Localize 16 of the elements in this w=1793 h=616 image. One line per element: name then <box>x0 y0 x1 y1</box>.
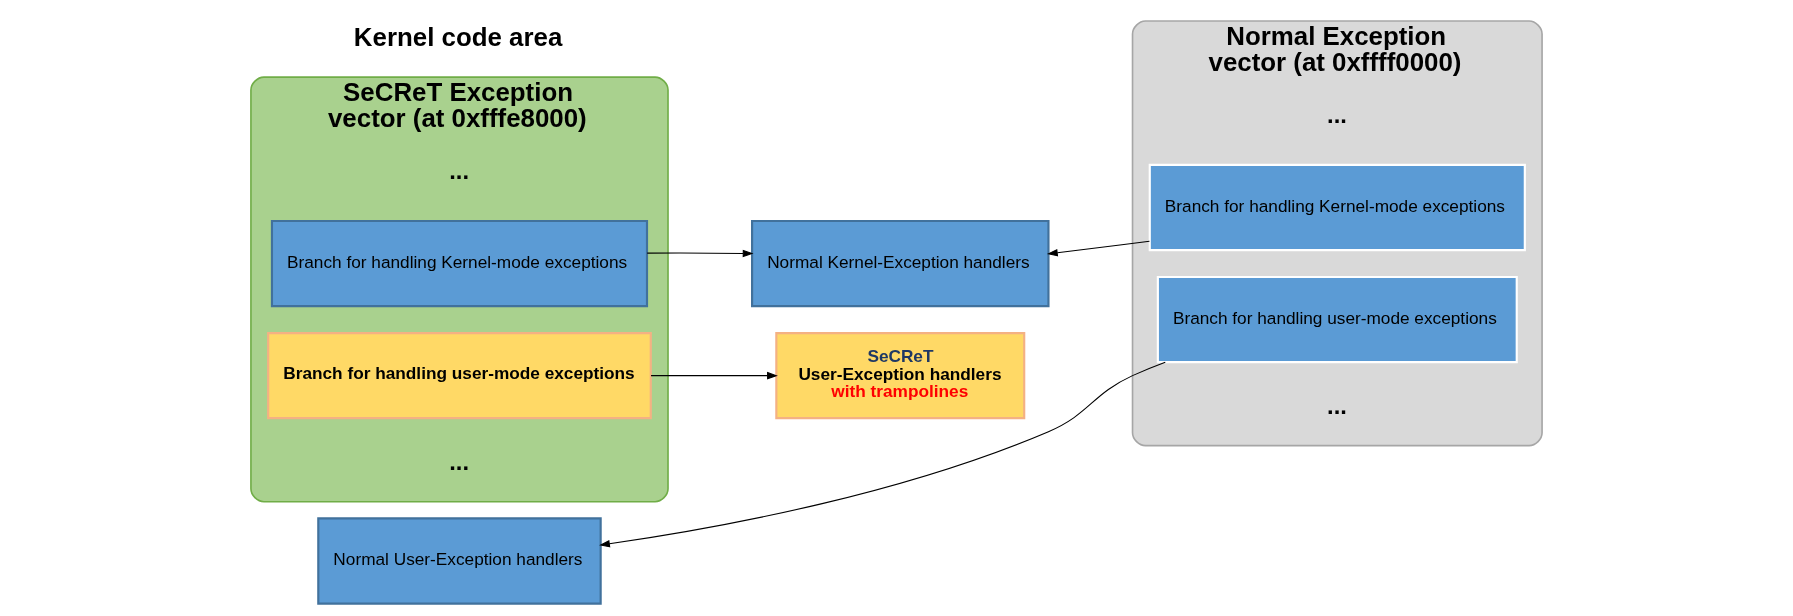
node-box: Branch for handling user-mode exceptions <box>267 332 652 420</box>
arrow <box>646 249 754 258</box>
arrow <box>599 361 1166 548</box>
arrow <box>650 371 778 380</box>
label: ... <box>449 449 469 476</box>
label: ... <box>449 158 469 185</box>
label: Kernel code area <box>353 23 563 52</box>
arrow <box>1046 240 1150 257</box>
node-box: Normal Kernel-Exception handlers <box>751 219 1050 308</box>
node-box: Branch for handling Kernel-mode exceptions <box>1148 163 1526 252</box>
node-box: Branch for handling user-mode exceptions <box>1156 275 1518 364</box>
node-box: Branch for handling Kernel-mode exceptions <box>270 219 649 308</box>
node-box: SeCReT User-Exception handlers with trampolines <box>775 332 1026 420</box>
label: ... <box>1327 393 1347 419</box>
node-box: Normal User-Exception handlers <box>317 517 602 605</box>
label: ... <box>1327 102 1347 129</box>
